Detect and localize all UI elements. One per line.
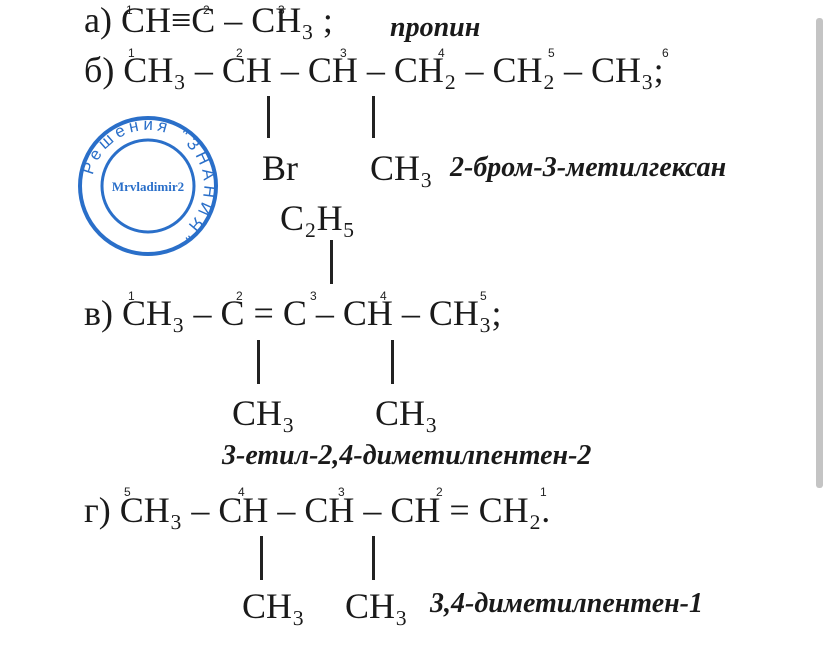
- vertical-scrollbar[interactable]: [816, 18, 823, 488]
- atom-number: 2: [436, 485, 443, 499]
- bond-line: [260, 536, 263, 580]
- atom-number: 1: [126, 3, 133, 17]
- formula-v-main: в) CH₃ – C = C – CH – CH₃;: [84, 293, 502, 333]
- substituent-c2h5: C₂H₅: [280, 198, 356, 238]
- atom-number: 3: [310, 289, 317, 303]
- compound-name-g: 3,4-диметилпентен-1: [430, 588, 703, 619]
- stamp-center-text: Mrvladimir2: [112, 179, 184, 194]
- atom-number: 5: [548, 46, 555, 60]
- formula-g-main: г) CH₃ – CH – CH – CH = CH₂.: [84, 490, 551, 530]
- atom-number: 2: [236, 46, 243, 60]
- bond-line: [267, 96, 270, 138]
- substituent-ch3: CH₃: [375, 393, 438, 433]
- substituent-br: Br: [262, 148, 298, 188]
- atom-number: 3: [338, 485, 345, 499]
- substituent-ch3: CH₃: [370, 148, 433, 188]
- compound-name-v: 3-етил-2,4-диметилпентен-2: [222, 440, 592, 471]
- bond-line: [372, 96, 375, 138]
- substituent-ch3: CH₃: [232, 393, 295, 433]
- atom-number: 5: [480, 289, 487, 303]
- atom-number: 4: [438, 46, 445, 60]
- atom-number: 6: [662, 46, 669, 60]
- bond-line: [372, 536, 375, 580]
- atom-number: 1: [540, 485, 547, 499]
- atom-number: 4: [238, 485, 245, 499]
- bond-line: [257, 340, 260, 384]
- substituent-ch3: CH₃: [242, 586, 305, 626]
- compound-name-a: пропин: [390, 12, 481, 43]
- watermark-stamp: Решения "ЗНАНИЯ" Mrvladimir2: [78, 115, 218, 256]
- atom-number: 2: [236, 289, 243, 303]
- atom-number: 1: [128, 46, 135, 60]
- bond-line: [330, 240, 333, 284]
- atom-number: 4: [380, 289, 387, 303]
- atom-number: 3: [278, 3, 285, 17]
- bond-line: [391, 340, 394, 384]
- atom-number: 2: [203, 3, 210, 17]
- formula-a: а) CH≡C – CH₃ ;: [84, 0, 333, 40]
- compound-name-b: 2-бром-3-метилгексан: [450, 152, 727, 183]
- atom-number: 1: [128, 289, 135, 303]
- atom-number: 3: [340, 46, 347, 60]
- formula-b-main: б) CH₃ – CH – CH – CH₂ – CH₂ – CH₃;: [84, 50, 664, 90]
- atom-number: 5: [124, 485, 131, 499]
- substituent-ch3: CH₃: [345, 586, 408, 626]
